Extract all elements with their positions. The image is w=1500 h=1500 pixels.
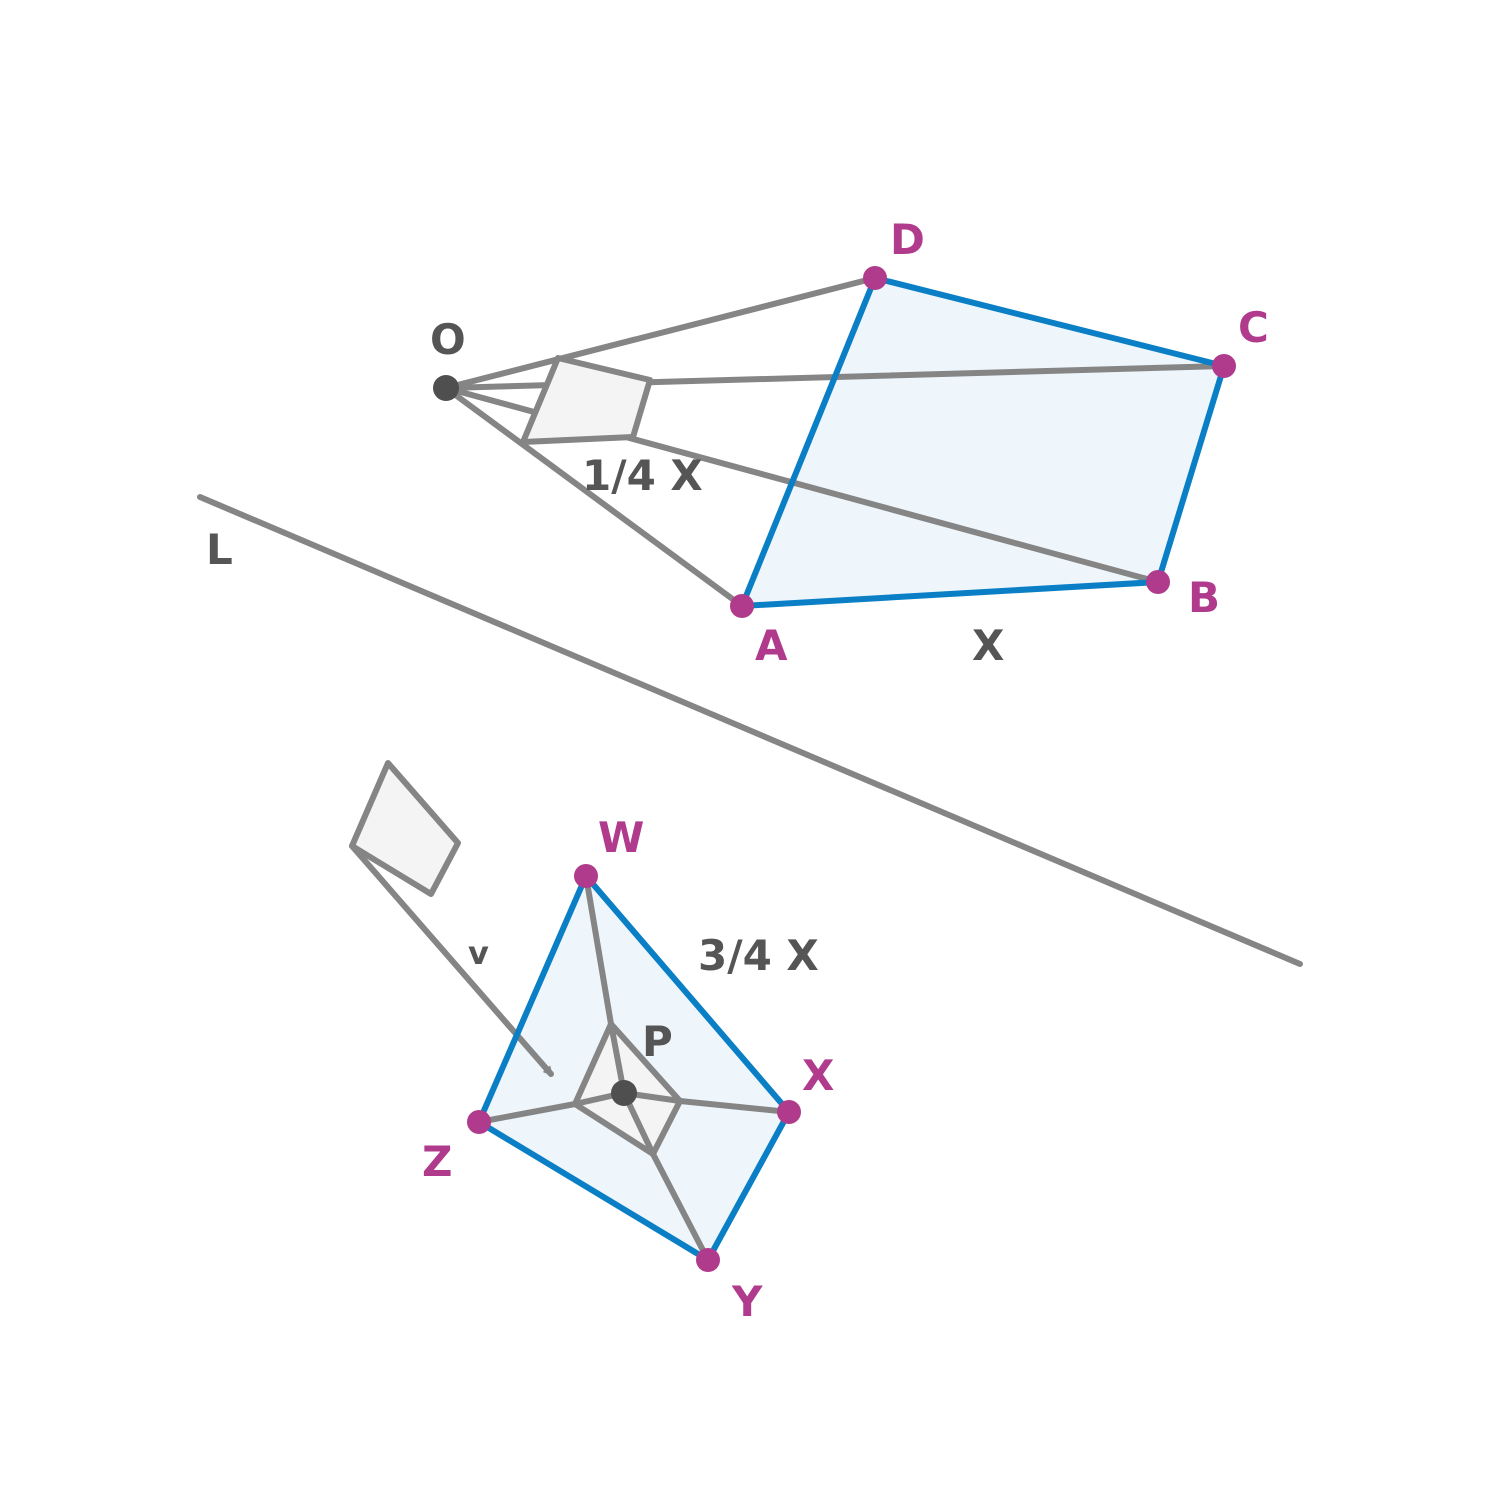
connector-z xyxy=(476,1101,578,1125)
label-y: Y xyxy=(731,1277,763,1326)
label-p: P xyxy=(642,1017,673,1066)
vertex-x xyxy=(777,1100,801,1124)
vertex-y xyxy=(696,1248,720,1272)
vertex-b xyxy=(1146,570,1170,594)
label-z: Z xyxy=(422,1137,452,1186)
connector-w xyxy=(583,873,614,1027)
connector-x xyxy=(677,1098,792,1115)
line-l xyxy=(197,494,1303,967)
label-a: A xyxy=(755,621,788,670)
vertex-z xyxy=(467,1110,491,1134)
label-x-vertex: X xyxy=(802,1051,834,1100)
center-point-o xyxy=(433,375,459,401)
vertex-d xyxy=(863,266,887,290)
label-l: L xyxy=(206,525,233,574)
small-image-quadrilateral xyxy=(520,355,653,445)
center-point-p xyxy=(611,1080,637,1106)
connector-y xyxy=(650,1151,711,1263)
label-side-x: X xyxy=(972,621,1004,670)
vertex-c xyxy=(1212,354,1236,378)
label-w: W xyxy=(598,813,644,862)
vertex-a xyxy=(730,594,754,618)
ray-o-a xyxy=(443,385,745,609)
translation-vector-v xyxy=(349,843,554,1077)
quadrilateral-abcd-fill xyxy=(742,278,1224,606)
label-scale-three-quarter: 3/4 X xyxy=(698,931,819,980)
label-c: C xyxy=(1238,303,1269,352)
vertex-w xyxy=(574,864,598,888)
label-scale-quarter: 1/4 X xyxy=(582,451,703,500)
label-v: v xyxy=(468,934,489,972)
label-d: D xyxy=(890,215,925,264)
label-b: B xyxy=(1188,573,1220,622)
ray-o-d xyxy=(443,275,878,391)
translated-small-quadrilateral xyxy=(349,760,461,897)
label-o: O xyxy=(430,315,466,364)
